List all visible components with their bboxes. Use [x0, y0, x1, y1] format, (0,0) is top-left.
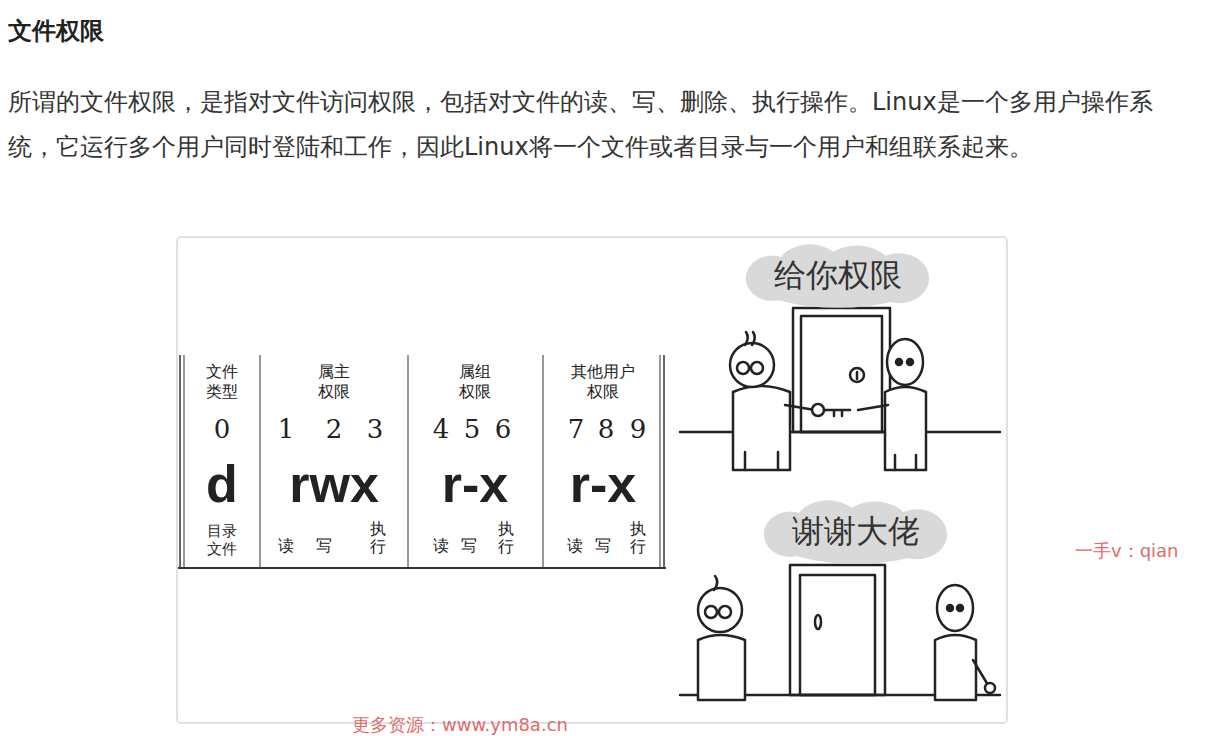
bit-index: 7: [568, 414, 585, 445]
person-head: [887, 339, 923, 385]
door-frame: [790, 565, 885, 695]
person-arm: [858, 405, 888, 410]
table-header: 属主 权限: [315, 362, 353, 402]
bit-index: 6: [495, 414, 512, 445]
door: [801, 316, 882, 432]
person-arm: [785, 405, 815, 410]
person-body: [698, 635, 745, 700]
person-body: [935, 635, 976, 700]
glasses: [705, 606, 717, 618]
permission-label: 读: [567, 536, 583, 555]
key: [812, 404, 824, 416]
bit-index: 3: [367, 414, 384, 445]
permission-label: 执 行: [365, 520, 391, 556]
table-lines: [178, 355, 666, 568]
cartoon-bottom: [680, 565, 1000, 700]
permission-label: 执 行: [493, 520, 519, 556]
page-heading: 文件权限: [8, 14, 104, 48]
table-line: [178, 567, 666, 569]
permission-label: 读: [278, 536, 294, 555]
bit-index: 2: [326, 414, 343, 445]
table-line: [660, 355, 661, 568]
table-header: 其他用户 权限: [568, 362, 638, 402]
person-head: [698, 588, 742, 632]
hair: [714, 576, 717, 590]
permission-string: r-x: [570, 453, 636, 515]
table-line: [543, 355, 544, 568]
glasses: [737, 362, 749, 374]
person-head: [730, 343, 774, 387]
hair: [745, 332, 755, 345]
cloud-bubble: 谢谢大佬: [762, 498, 950, 566]
table-line: [179, 355, 181, 568]
cartoon-top: [680, 308, 1000, 470]
person-legs: [895, 455, 916, 470]
bubble-text: 谢谢大佬: [792, 510, 920, 554]
eye: [896, 359, 902, 365]
watermark: 一手v：qian: [1075, 540, 1179, 562]
body-paragraph: 所谓的文件权限，是指对文件访问权限，包括对文件的读、写、删除、执行操作。Linu…: [8, 80, 1198, 170]
person-body: [885, 387, 926, 470]
bubble-text: 给你权限: [774, 254, 902, 298]
person-legs: [745, 452, 778, 470]
person-arm: [973, 660, 988, 685]
bit-index: 4: [433, 414, 450, 445]
table-line: [260, 355, 261, 568]
eye: [947, 605, 953, 611]
permission-string: d: [206, 453, 238, 515]
image-frame: [177, 237, 1007, 723]
key: [985, 683, 995, 693]
permission-label: 写: [316, 536, 332, 555]
person-head: [937, 585, 973, 631]
table-line: [184, 355, 185, 568]
permission-label: 执 行: [625, 520, 651, 556]
bit-index: 0: [214, 414, 231, 445]
keyhole: [856, 372, 859, 379]
glasses: [719, 606, 731, 618]
permission-label: 写: [461, 536, 477, 555]
glasses: [751, 362, 763, 374]
keyhole: [850, 368, 864, 382]
permission-label: 写: [595, 536, 611, 555]
door-knob: [815, 615, 821, 629]
permission-string: rwx: [289, 453, 379, 515]
eye: [957, 605, 963, 611]
key: [824, 410, 850, 416]
eye: [907, 359, 913, 365]
table-line: [408, 355, 409, 568]
bit-index: 8: [598, 414, 615, 445]
bit-index: 9: [630, 414, 647, 445]
door: [800, 575, 875, 695]
table-header: 属组 权限: [456, 362, 494, 402]
watermark: 更多资源：www.ym8a.cn: [352, 714, 568, 736]
cloud-bubble: 给你权限: [744, 242, 932, 310]
permission-label: 读: [433, 536, 449, 555]
table-line: [663, 355, 665, 568]
permission-string: r-x: [442, 453, 508, 515]
person-body: [733, 386, 790, 470]
door-frame: [793, 308, 890, 432]
table-header: 文件 类型: [203, 362, 241, 402]
bit-index: 5: [464, 414, 481, 445]
bit-index: 1: [278, 414, 295, 445]
type-label: 目录 文件: [204, 522, 240, 558]
